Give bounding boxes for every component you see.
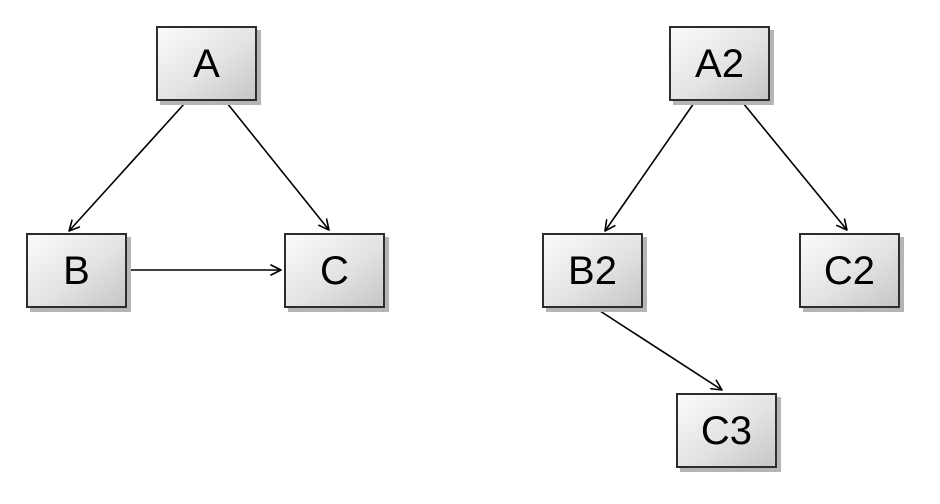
- edge-A-B: [68, 102, 186, 232]
- node-C2: C2: [799, 233, 900, 308]
- edge-B2-C3: [596, 308, 723, 391]
- node-C3: C3: [676, 393, 777, 468]
- edge-A-C: [226, 102, 330, 231]
- node-A: A: [156, 26, 257, 101]
- node-label-B: B: [63, 248, 90, 293]
- node-B: B: [26, 233, 127, 308]
- edge-A2-C2: [742, 102, 848, 231]
- node-label-C2: C2: [823, 248, 876, 293]
- edge-A2-B2: [604, 102, 695, 232]
- node-label-A: A: [193, 41, 220, 86]
- node-C: C: [284, 233, 385, 308]
- node-label-B2: B2: [568, 248, 617, 293]
- node-label-A2: A2: [695, 41, 744, 86]
- node-A2: A2: [669, 26, 770, 101]
- node-B2: B2: [542, 233, 643, 308]
- node-label-C3: C3: [700, 408, 753, 453]
- node-label-C: C: [320, 248, 349, 293]
